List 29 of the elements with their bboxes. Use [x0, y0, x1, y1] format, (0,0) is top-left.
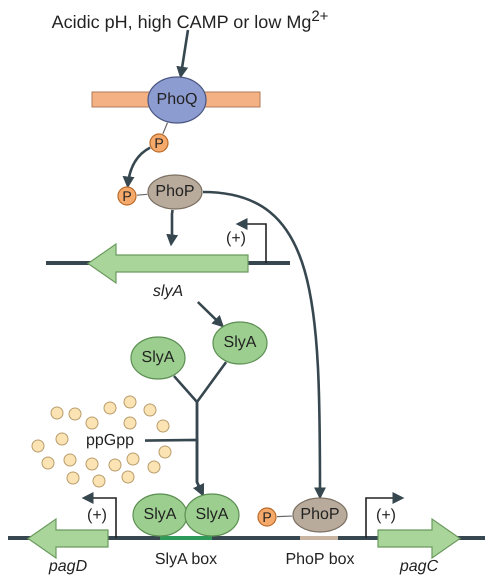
- protein-label: SlyA: [224, 334, 256, 352]
- gene-label: pagD: [48, 558, 88, 576]
- gene-label: pagC: [400, 558, 438, 576]
- phosphate-label: P: [154, 134, 164, 152]
- arrow: [202, 190, 326, 500]
- phosphate-label: P: [122, 187, 132, 205]
- phosphate-label: P: [262, 508, 272, 526]
- protein-label: SlyA: [196, 506, 228, 524]
- protein-label: SlyA: [142, 349, 174, 367]
- protein-label: PhoP: [155, 183, 195, 201]
- molecule-label: ppGpp: [86, 432, 134, 450]
- stimulus-text: Acidic pH, high CAMP or low Mg$^{2+}$: [20, 4, 360, 30]
- protein-label: SlyA: [144, 506, 176, 524]
- gene-label: slyA: [152, 283, 184, 301]
- connector-line: [162, 122, 168, 134]
- site-label: (+): [87, 507, 107, 525]
- site-label: SlyA box: [154, 551, 218, 569]
- site-label: (+): [226, 230, 246, 248]
- arrow: [166, 210, 178, 246]
- connector-line: [136, 194, 148, 196]
- arrow: [176, 30, 190, 79]
- protein-label: PhoP: [300, 506, 340, 524]
- protein-label: PhoQ: [156, 91, 198, 109]
- arrow: [196, 301, 224, 328]
- site-label: (+): [376, 507, 396, 525]
- arrow: [144, 438, 204, 496]
- arrow: [122, 146, 151, 188]
- connector-line: [276, 515, 292, 518]
- site-label: PhoP box: [285, 551, 355, 569]
